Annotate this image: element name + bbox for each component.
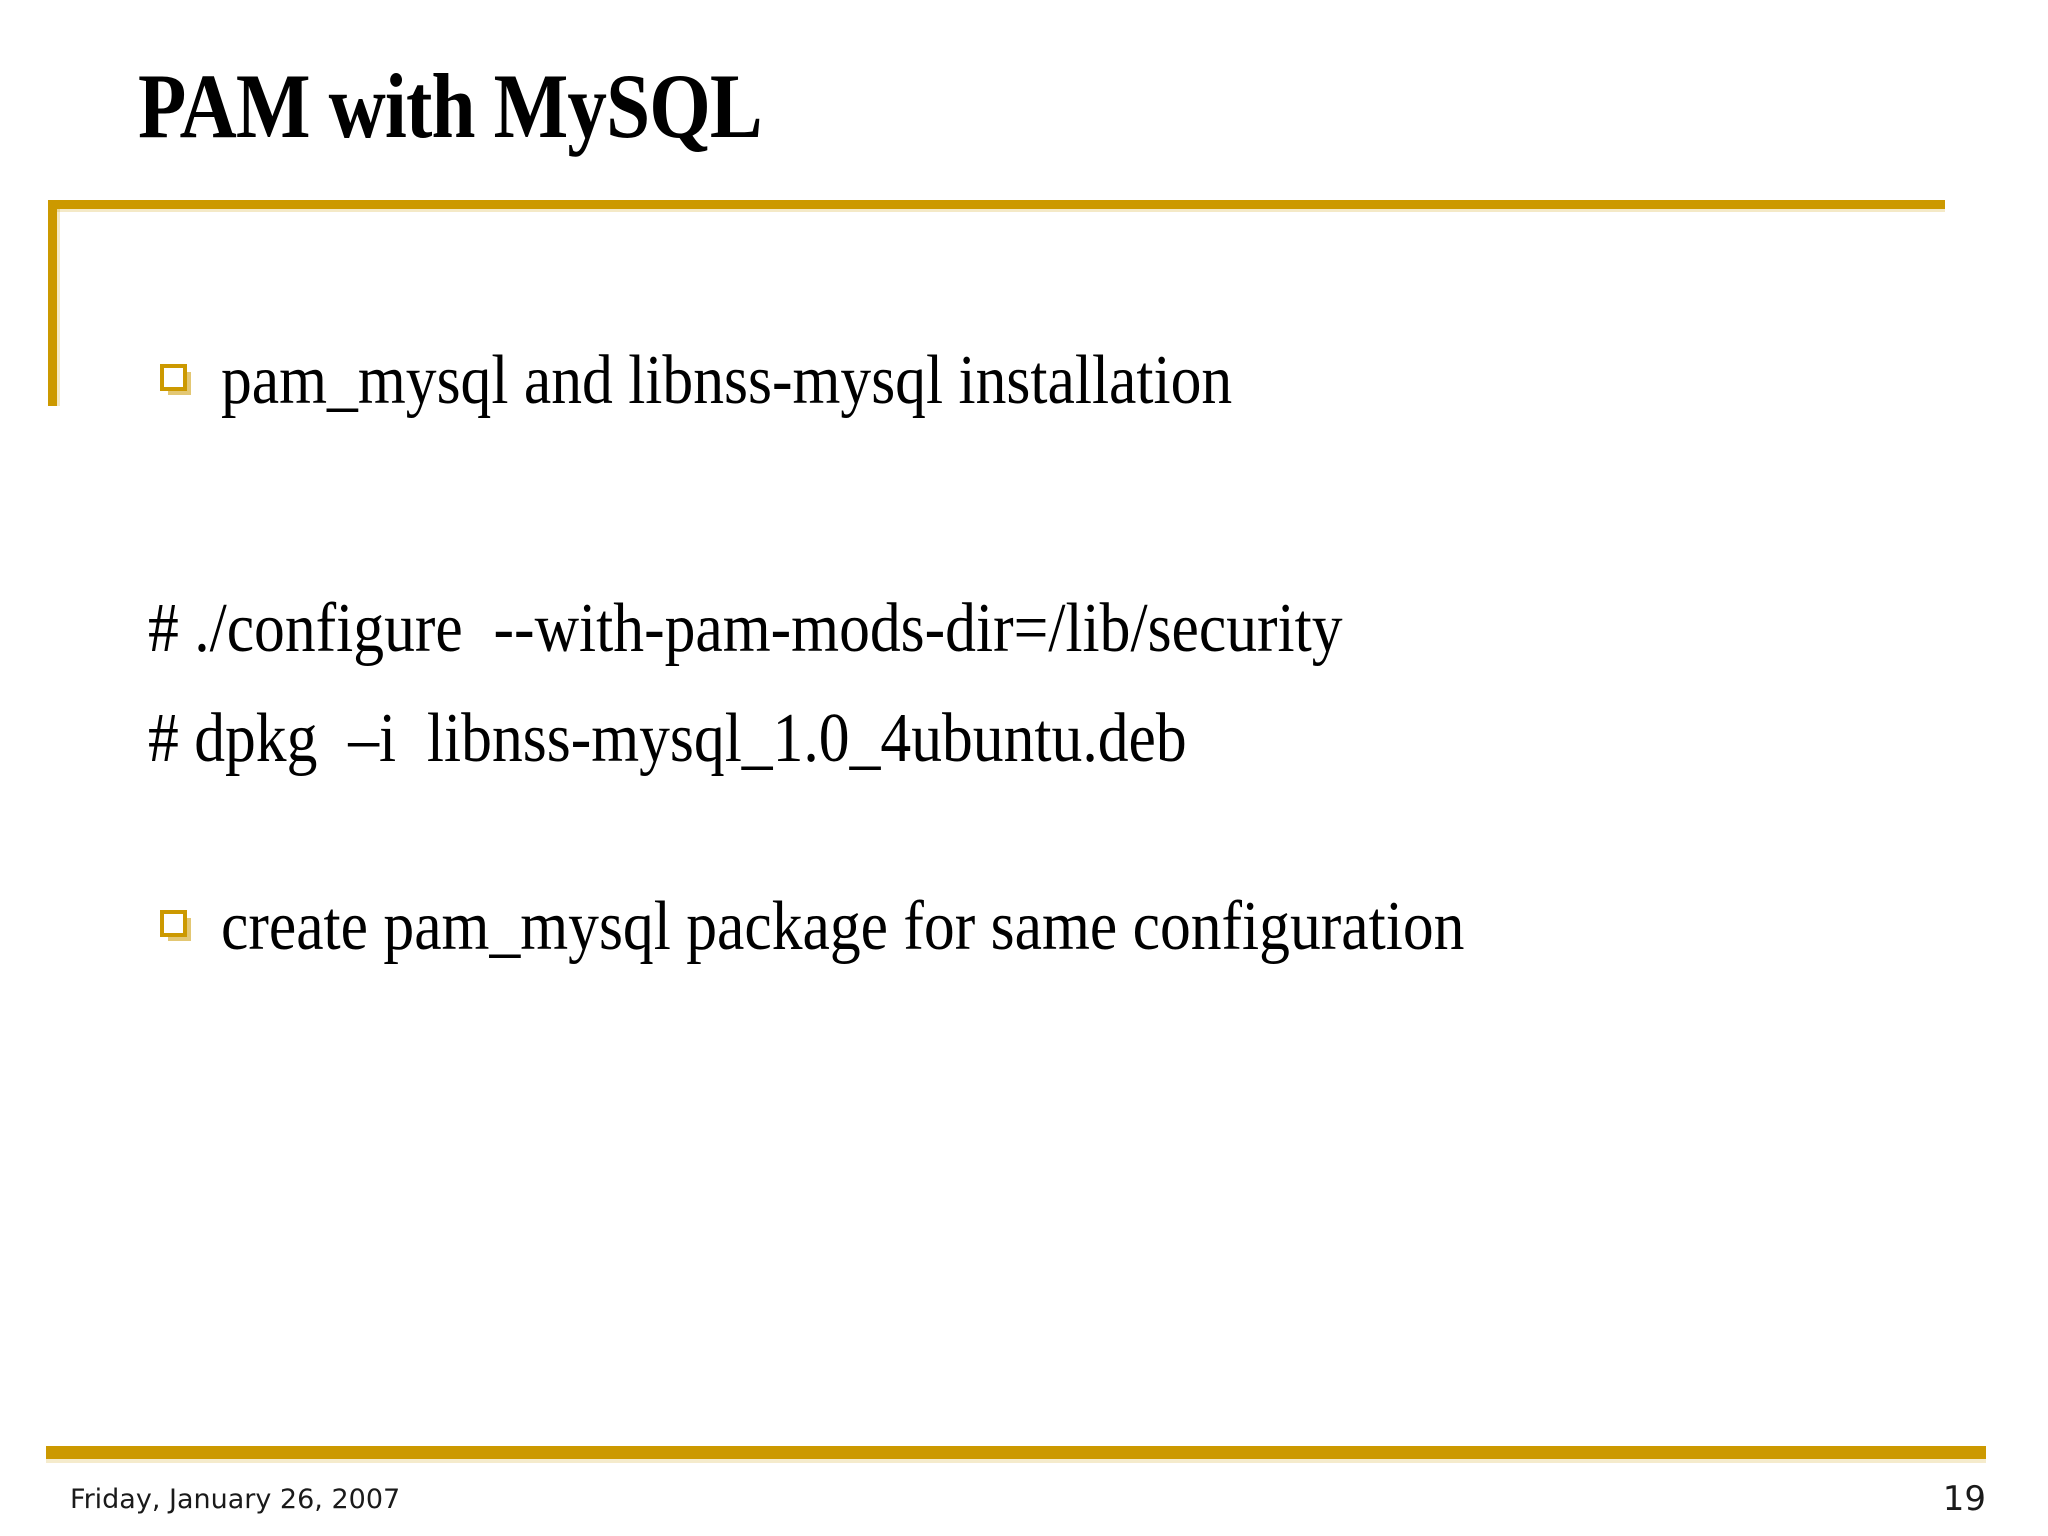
footer-page-number: 19 (1942, 1479, 1986, 1519)
list-item: pam_mysql and libnss-mysql installation (160, 342, 1370, 420)
list-item: create pam_mysql package for same config… (160, 888, 1634, 966)
command-line-dpkg: # dpkg –i libnss-mysql_1.0_4ubuntu.deb (148, 700, 1187, 777)
square-bullet-icon (160, 364, 191, 395)
footer-divider (46, 1446, 1986, 1459)
page-title: PAM with MySQL (138, 55, 763, 157)
footer-date: Friday, January 26, 2007 (70, 1484, 401, 1515)
command-line-configure: # ./configure --with-pam-mods-dir=/lib/s… (148, 590, 1343, 667)
list-item-label: create pam_mysql package for same config… (221, 888, 1465, 965)
square-bullet-icon (160, 910, 191, 941)
title-divider-horizontal (48, 200, 1945, 209)
list-item-label: pam_mysql and libnss-mysql installation (221, 342, 1233, 419)
title-divider-vertical (48, 200, 57, 406)
